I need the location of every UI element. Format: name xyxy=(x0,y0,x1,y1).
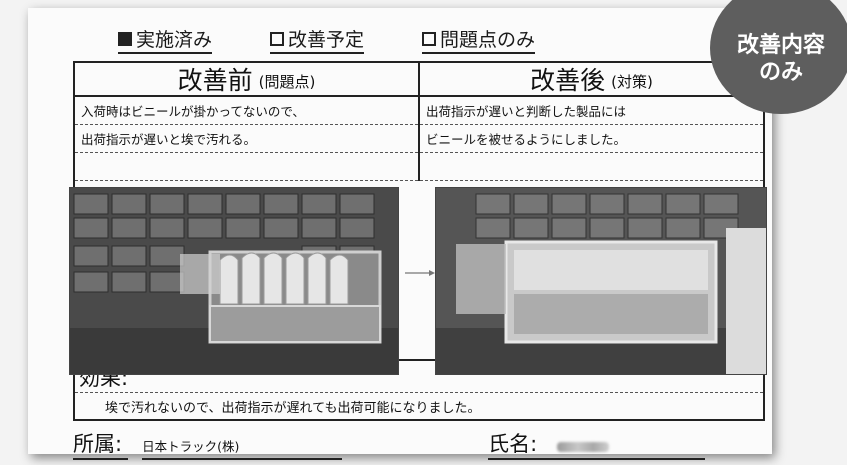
status-planned-label: 改善予定 xyxy=(288,29,365,51)
status-issue-only-label: 問題点のみ xyxy=(440,29,536,51)
after-line: ビニールを被せるようにしました。 xyxy=(420,125,763,153)
before-title: 改善前 xyxy=(177,66,253,95)
before-line: 入荷時はビニールが掛かってないので、 xyxy=(75,97,418,125)
unchecked-box-icon xyxy=(270,31,285,46)
covered-rack-photo xyxy=(436,188,766,374)
before-description: 入荷時はビニールが掛かってないので、 出荷指示が遅いと埃で汚れる。 xyxy=(75,97,418,181)
status-done-label: 実施済み xyxy=(136,29,213,51)
affiliation-value: 日本トラック(株) xyxy=(142,436,343,460)
footer-row: 所属: 日本トラック(株) 氏名: xyxy=(73,432,765,460)
status-issue-only: 問題点のみ xyxy=(422,26,536,54)
after-header: 改善後 (対策) xyxy=(418,63,763,95)
arrow-right-icon xyxy=(405,270,435,276)
after-line: 出荷指示が遅いと判断した製品には xyxy=(420,97,763,125)
improvement-report-sheet: 実施済み 改善予定 問題点のみ 改善前 (問題点) 改善後 (対策) xyxy=(28,8,772,460)
after-photo xyxy=(435,187,767,375)
unchecked-box-icon xyxy=(422,31,437,46)
name-label: 氏名: xyxy=(488,428,538,460)
checked-box-icon xyxy=(118,31,132,46)
report-form: 改善前 (問題点) 改善後 (対策) 入荷時はビニールが掛かってないので、 出荷… xyxy=(69,61,767,421)
status-done: 実施済み xyxy=(118,26,213,54)
after-title: 改善後 xyxy=(530,66,606,95)
after-subtitle: (対策) xyxy=(611,72,653,91)
before-subtitle: (問題点) xyxy=(258,72,316,91)
before-line-empty xyxy=(75,153,418,181)
badge-line-2: のみ xyxy=(758,60,803,85)
before-photo xyxy=(69,187,399,375)
description-rows: 入荷時はビニールが掛かってないので、 出荷指示が遅いと埃で汚れる。 出荷指示が遅… xyxy=(75,97,763,181)
warehouse-rack-photo xyxy=(70,188,398,374)
content-only-badge: 改善内容 のみ xyxy=(710,0,847,114)
status-checkbox-row: 実施済み 改善予定 問題点のみ xyxy=(118,26,536,54)
badge-line-1: 改善内容 xyxy=(736,32,825,58)
before-line: 出荷指示が遅いと埃で汚れる。 xyxy=(75,125,418,153)
form-header-row: 改善前 (問題点) 改善後 (対策) xyxy=(75,63,763,97)
status-planned: 改善予定 xyxy=(270,26,365,54)
affiliation-label: 所属: xyxy=(73,428,129,460)
name-value-redacted xyxy=(537,436,706,460)
photo-area xyxy=(69,181,767,375)
blurred-name xyxy=(557,442,610,452)
after-line-empty xyxy=(420,153,763,181)
before-header: 改善前 (問題点) xyxy=(75,63,418,95)
effect-text: 埃で汚れないので、出荷指示が遅れても出荷可能になりました。 xyxy=(75,393,763,421)
after-description: 出荷指示が遅いと判断した製品には ビニールを被せるようにしました。 xyxy=(418,97,763,181)
